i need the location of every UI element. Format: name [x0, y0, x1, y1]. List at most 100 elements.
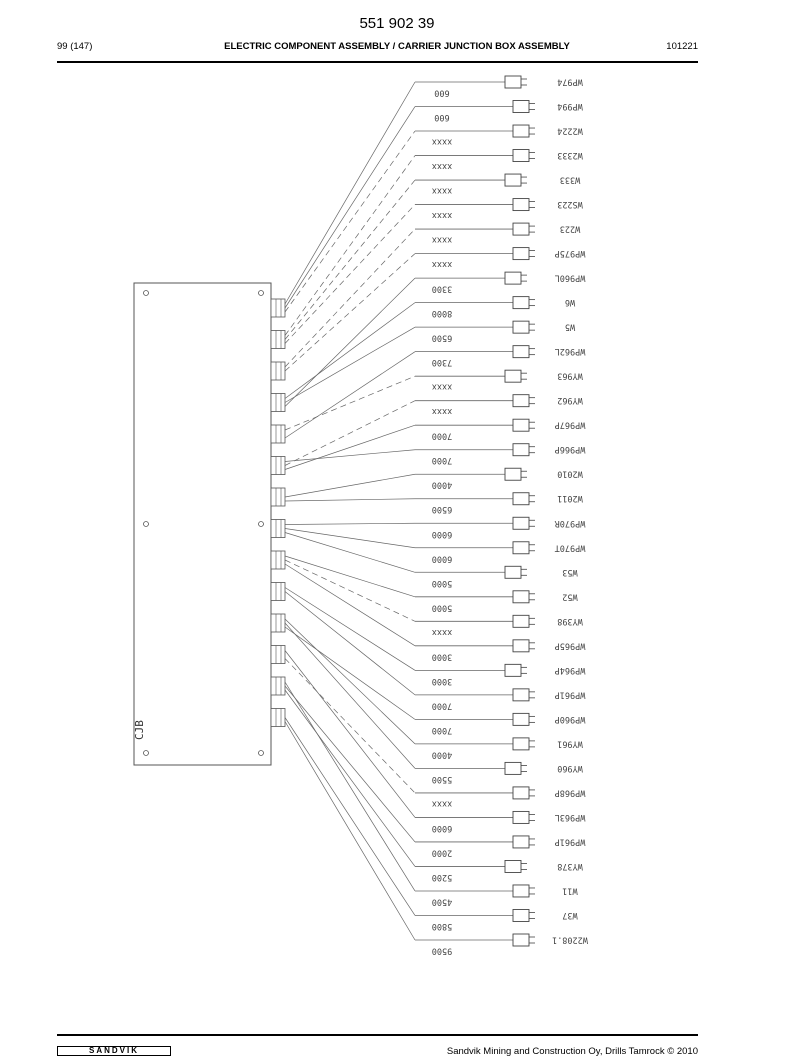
page-title: ELECTRIC COMPONENT ASSEMBLY / CARRIER JU… — [224, 41, 570, 52]
cable-route — [284, 721, 416, 941]
cable-name-label: WY960 — [557, 763, 583, 773]
cable-route — [284, 155, 416, 336]
cable-length-label: xxxx — [432, 798, 452, 808]
cable-gland — [270, 487, 286, 507]
cable-length-label: 6000 — [432, 529, 452, 539]
junction-box-label: CJB — [133, 720, 146, 740]
cable-name-label: W2333 — [557, 150, 583, 160]
cable-gland — [270, 613, 286, 633]
footer-copyright: Sandvik Mining and Construction Oy, Dril… — [446, 1046, 698, 1057]
cable-length-label: 7000 — [432, 725, 452, 735]
connector-icon — [512, 737, 530, 751]
connector-icon — [504, 663, 522, 677]
cable-route — [284, 587, 416, 671]
cable-name-label: W11 — [562, 885, 577, 895]
cable-w11: W11 4500 — [284, 681, 578, 906]
cable-gland — [270, 393, 286, 412]
connector-icon — [512, 516, 530, 530]
cable-length-label: 6000 — [432, 553, 452, 563]
cable-name-label: W2011 — [557, 493, 583, 503]
connector-icon — [504, 761, 522, 775]
cable-name-label: WY378 — [557, 861, 583, 871]
cable-name-label: W5 — [565, 322, 575, 332]
connector-icon — [512, 786, 530, 800]
cable-route — [284, 400, 416, 466]
connector-icon — [512, 418, 530, 432]
cable-name-label: WY963 — [557, 371, 583, 381]
page-number: 99 (147) — [57, 41, 93, 52]
sandvik-logo: SANDVIK — [57, 1046, 171, 1056]
cable-name-label: WP960L — [555, 273, 586, 283]
cable-name-label: WP970R — [554, 518, 586, 528]
cable-name-label: W37 — [562, 910, 577, 920]
connector-icon — [512, 810, 530, 824]
cable-gland — [270, 676, 286, 696]
connector-icon — [512, 590, 530, 604]
cable-name-label: WP974 — [557, 77, 583, 87]
cable-gland — [270, 550, 286, 570]
connector-icon — [512, 639, 530, 653]
cable-name-label: W2010 — [557, 469, 583, 479]
cable-route — [284, 563, 416, 647]
cable-name-label: W223 — [560, 224, 580, 234]
cable-route — [284, 204, 416, 344]
cable-name-label: WP961P — [555, 836, 586, 846]
cable-name-label: WP970T — [555, 542, 586, 552]
cable-name-label: WP994 — [557, 101, 583, 111]
connector-icon — [512, 712, 530, 726]
cable-length-label: 5200 — [432, 872, 452, 882]
cable-gland — [270, 582, 286, 601]
cable-length-label: 3000 — [432, 676, 452, 686]
cable-length-label: 5500 — [432, 774, 452, 784]
cable-route — [284, 253, 416, 372]
cable-name-label: WS223 — [557, 199, 583, 209]
cable-name-label: W6 — [565, 297, 575, 307]
cable-name-label: WP962L — [555, 346, 586, 356]
connector-icon — [512, 492, 530, 506]
cable-name-label: WY398 — [557, 616, 583, 626]
cable-route — [284, 591, 416, 696]
cable-route — [284, 473, 416, 498]
connector-icon — [512, 541, 530, 555]
cable-name-label: WP961P — [555, 689, 586, 699]
connector-icon — [512, 614, 530, 628]
footer-rule — [57, 1034, 698, 1036]
cable-route — [284, 528, 416, 549]
cable-length-label: 7000 — [432, 700, 452, 710]
cable-length-label: xxxx — [432, 161, 452, 171]
connector-icon — [512, 222, 530, 236]
cable-length-label: 7300 — [432, 357, 452, 367]
cable-length-label: 2000 — [432, 847, 452, 857]
cable-glands — [270, 298, 286, 727]
connector-icon — [512, 443, 530, 457]
connector-icon — [512, 124, 530, 138]
cable-name-label: WY962 — [557, 395, 583, 405]
connector-icon — [512, 688, 530, 702]
cable-gland — [270, 456, 286, 475]
connector-icon — [512, 320, 530, 334]
cable-length-label: 4500 — [432, 896, 452, 906]
connector-icon — [512, 933, 530, 947]
cable-route — [284, 689, 416, 867]
cable-name-label: W333 — [560, 175, 580, 185]
cable-gland — [270, 519, 286, 538]
cable-length-label: 5000 — [432, 602, 452, 612]
cable-wp961p: WP961P 2000 — [284, 685, 586, 857]
cable-name-label: WP975P — [555, 248, 586, 258]
cable-wp970r: WP970R 6000 — [284, 516, 586, 539]
cable-length-label: 6000 — [432, 823, 452, 833]
cable-name-label: WY961 — [557, 738, 583, 748]
